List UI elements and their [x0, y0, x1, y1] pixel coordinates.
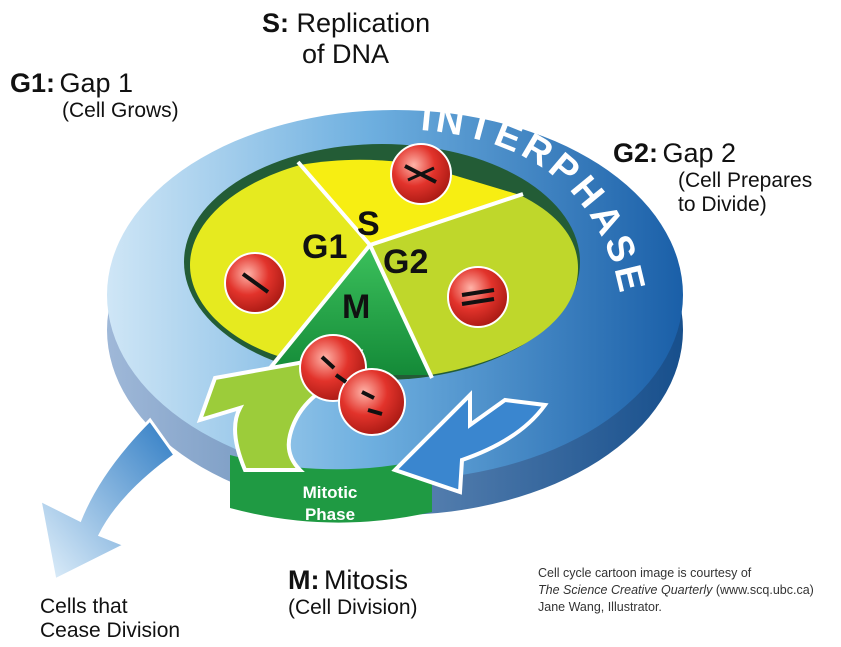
segment-m-label: M — [342, 288, 370, 326]
cell-dividing — [299, 334, 406, 436]
credit-line-1: Cell cycle cartoon image is courtesy of — [538, 566, 752, 580]
m-prefix: M: — [288, 565, 320, 595]
s-prefix: S: — [262, 8, 289, 38]
s-stage-label: S: Replication of DNA — [262, 8, 430, 70]
return-arrow — [391, 390, 549, 495]
exit-line-2: Cease Division — [40, 619, 181, 643]
segment-g1-label: G1 — [302, 228, 347, 266]
image-credit: Cell cycle cartoon image is courtesy of … — [538, 565, 814, 616]
cell-g2 — [447, 266, 509, 328]
s-title-2: of DNA — [302, 39, 390, 70]
exit-arrow — [37, 417, 178, 583]
cell-s — [390, 143, 452, 205]
g1-title: Gap 1 — [59, 68, 134, 98]
m-title: Mitosis — [323, 565, 408, 595]
m-stage-label: M: Mitosis (Cell Division) — [288, 565, 418, 620]
exit-label: Cells that Cease Division — [40, 595, 180, 643]
mitotic-label-1: Mitotic — [303, 483, 358, 502]
g2-stage-label: G2: Gap 2 (Cell Prepares to Divide) — [613, 138, 812, 217]
mitotic-label-2: Phase — [305, 505, 355, 524]
g2-sub-2: to Divide) — [678, 193, 767, 217]
exit-line-1: Cells that — [40, 595, 128, 618]
segment-s-label: S — [357, 205, 380, 243]
g1-stage-label: G1: Gap 1 (Cell Grows) — [10, 68, 179, 123]
g2-title: Gap 2 — [662, 138, 737, 168]
cell-g1 — [224, 252, 286, 314]
g1-prefix: G1: — [10, 68, 56, 98]
g2-sub-1: (Cell Prepares — [678, 169, 813, 193]
m-segment — [262, 245, 430, 375]
g2-prefix: G2: — [613, 138, 659, 168]
credit-line-3: Jane Wang, Illustrator. — [538, 599, 662, 614]
segment-g2-label: G2 — [383, 243, 428, 281]
m-sub: (Cell Division) — [288, 596, 418, 620]
credit-publication: The Science Creative Quarterly — [538, 582, 713, 597]
g1-sub: (Cell Grows) — [62, 99, 179, 123]
segment-dividers — [260, 160, 524, 380]
credit-url: (www.scq.ubc.ca) — [712, 582, 814, 597]
s-title: Replication — [296, 8, 431, 38]
